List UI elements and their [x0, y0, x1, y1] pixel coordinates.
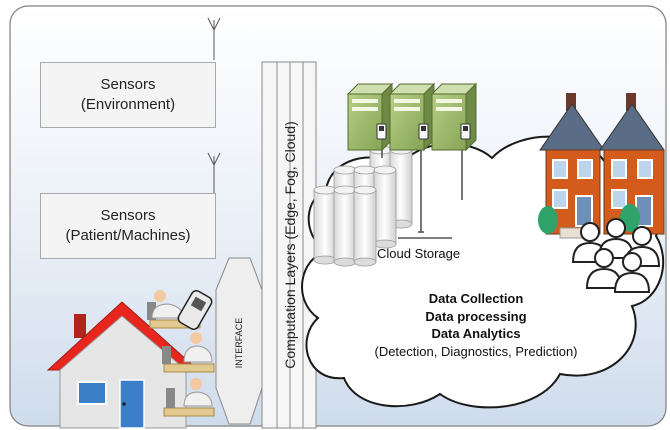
computation-layers-columns — [261, 61, 317, 429]
computation-layers-label: Computation Layers (Edge, Fog, Cloud) — [282, 121, 298, 369]
sensor-box-title: Sensors — [100, 206, 156, 224]
phone-icon — [177, 289, 213, 331]
interface-arrow — [215, 257, 263, 425]
interface-label: INTERFACE — [234, 317, 244, 369]
sensor-box-subtitle: (Patient/Machines) — [65, 227, 191, 244]
antenna-icon — [207, 17, 221, 60]
analytics-line-processing: Data processing — [425, 308, 527, 324]
sensor-box-patient-machines: Sensors (Patient/Machines) — [40, 193, 216, 259]
analytics-text: Data Collection Data processing Data Ana… — [346, 290, 606, 361]
cloud-storage-label: Cloud Storage — [377, 246, 461, 261]
analytics-line-analytics: Data Analytics — [431, 326, 521, 342]
sensor-box-title: Sensors — [100, 75, 156, 93]
doctor-desk-icon — [162, 332, 215, 373]
townhouse-icon — [538, 93, 605, 239]
sensor-box-environment: Sensors (Environment) — [40, 62, 216, 128]
townhouse-icon — [599, 93, 665, 235]
analytics-line-collection: Data Collection — [428, 291, 524, 306]
people-icon — [571, 218, 661, 293]
antenna-icon — [207, 152, 221, 193]
sensor-box-subtitle: (Environment) — [80, 96, 176, 113]
server-icon — [388, 82, 436, 152]
server-icon — [346, 82, 394, 152]
house-icon — [46, 301, 200, 429]
server-icon — [430, 82, 478, 152]
doctor-desk-icon — [163, 378, 215, 417]
analytics-line-detail: (Detection, Diagnostics, Prediction) — [374, 344, 578, 360]
